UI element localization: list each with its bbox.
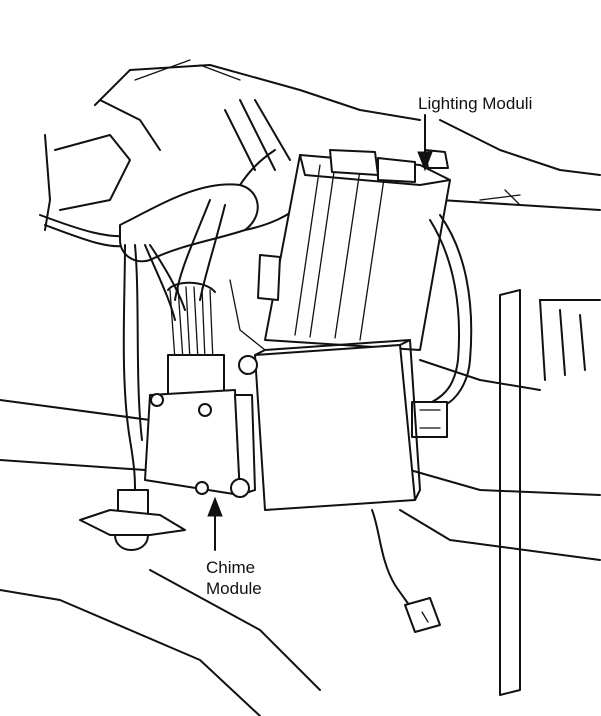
lighting-module-label: Lighting Moduli (418, 94, 533, 113)
lamp-socket (79, 489, 186, 551)
wire-harness (39, 149, 301, 491)
dashboard-structure (0, 59, 601, 716)
chime-connector-wires (167, 281, 225, 396)
ground-wire (371, 509, 441, 633)
lighting-module (257, 149, 451, 351)
side-harness (411, 214, 473, 438)
chime-label-line1: Chime (206, 558, 256, 577)
chime-label-line2: Module (206, 579, 262, 598)
callout-arrows (207, 114, 433, 551)
chime-module (144, 389, 256, 496)
control-module (230, 339, 421, 511)
